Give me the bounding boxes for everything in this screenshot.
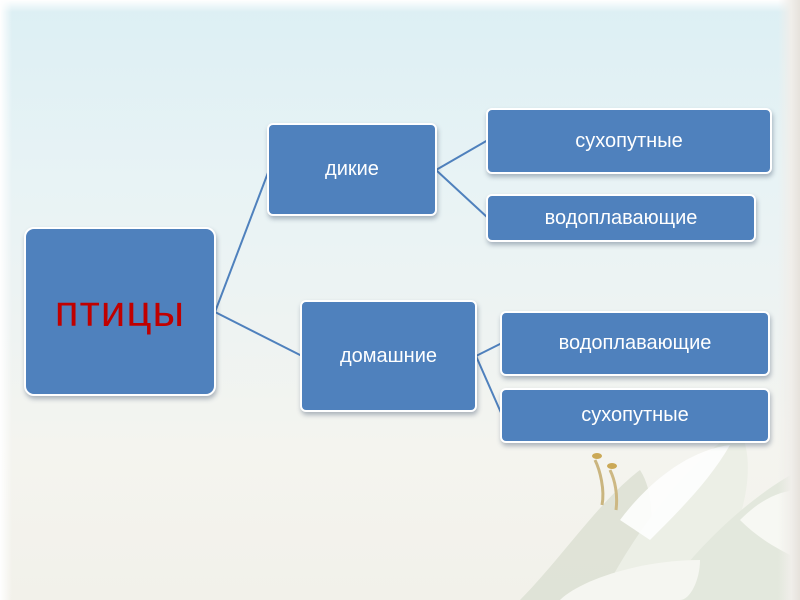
node-wild-water: водоплавающие [486, 194, 756, 242]
slide-frame-right [778, 0, 800, 600]
connector-wild-land [435, 139, 489, 171]
node-root-label: птицы [54, 286, 186, 336]
connector-domestic-land [475, 355, 503, 416]
node-wild: дикие [267, 123, 437, 216]
slide-frame-top [0, 0, 800, 12]
node-root-birds: птицы [24, 227, 216, 396]
connector-wild-water [435, 169, 489, 219]
slide-frame-left [0, 0, 12, 600]
node-domestic-water: водоплавающие [500, 311, 770, 376]
node-domestic-land: сухопутные [500, 388, 770, 443]
node-domestic: домашние [300, 300, 477, 412]
node-wild-water-label: водоплавающие [544, 206, 698, 229]
node-wild-land-label: сухопутные [575, 129, 683, 152]
node-domestic-water-label: водоплавающие [558, 332, 712, 354]
node-domestic-label: домашние [339, 344, 438, 367]
node-wild-land: сухопутные [486, 108, 772, 174]
node-domestic-land-label: сухопутные [581, 404, 689, 426]
connector-root-wild [214, 169, 270, 313]
connector-domestic-water [475, 342, 503, 357]
connector-root-domestic [214, 311, 303, 357]
node-wild-label: дикие [325, 158, 379, 180]
